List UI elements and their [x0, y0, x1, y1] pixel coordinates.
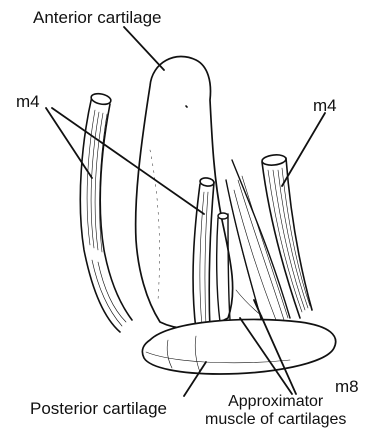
label-approximator-line1: Approximator — [205, 393, 346, 411]
leader-m4-left-outer — [46, 108, 92, 178]
posterior-cartilage-shape — [142, 319, 335, 374]
m4-left-outer-muscle — [80, 92, 132, 332]
label-m4-right: m4 — [313, 97, 337, 114]
label-approximator-muscle: Approximator muscle of cartilages — [205, 393, 346, 429]
leader-m4-right — [282, 113, 325, 186]
label-anterior-cartilage: Anterior cartilage — [33, 9, 162, 26]
label-m4-left: m4 — [16, 93, 40, 110]
anterior-cartilage-shape — [136, 56, 233, 328]
leader-anterior — [124, 27, 164, 70]
label-posterior-cartilage: Posterior cartilage — [30, 400, 167, 417]
label-approximator-line2: muscle of cartilages — [205, 411, 346, 429]
approximator-muscle — [226, 160, 290, 322]
label-m8: m8 — [335, 378, 359, 395]
